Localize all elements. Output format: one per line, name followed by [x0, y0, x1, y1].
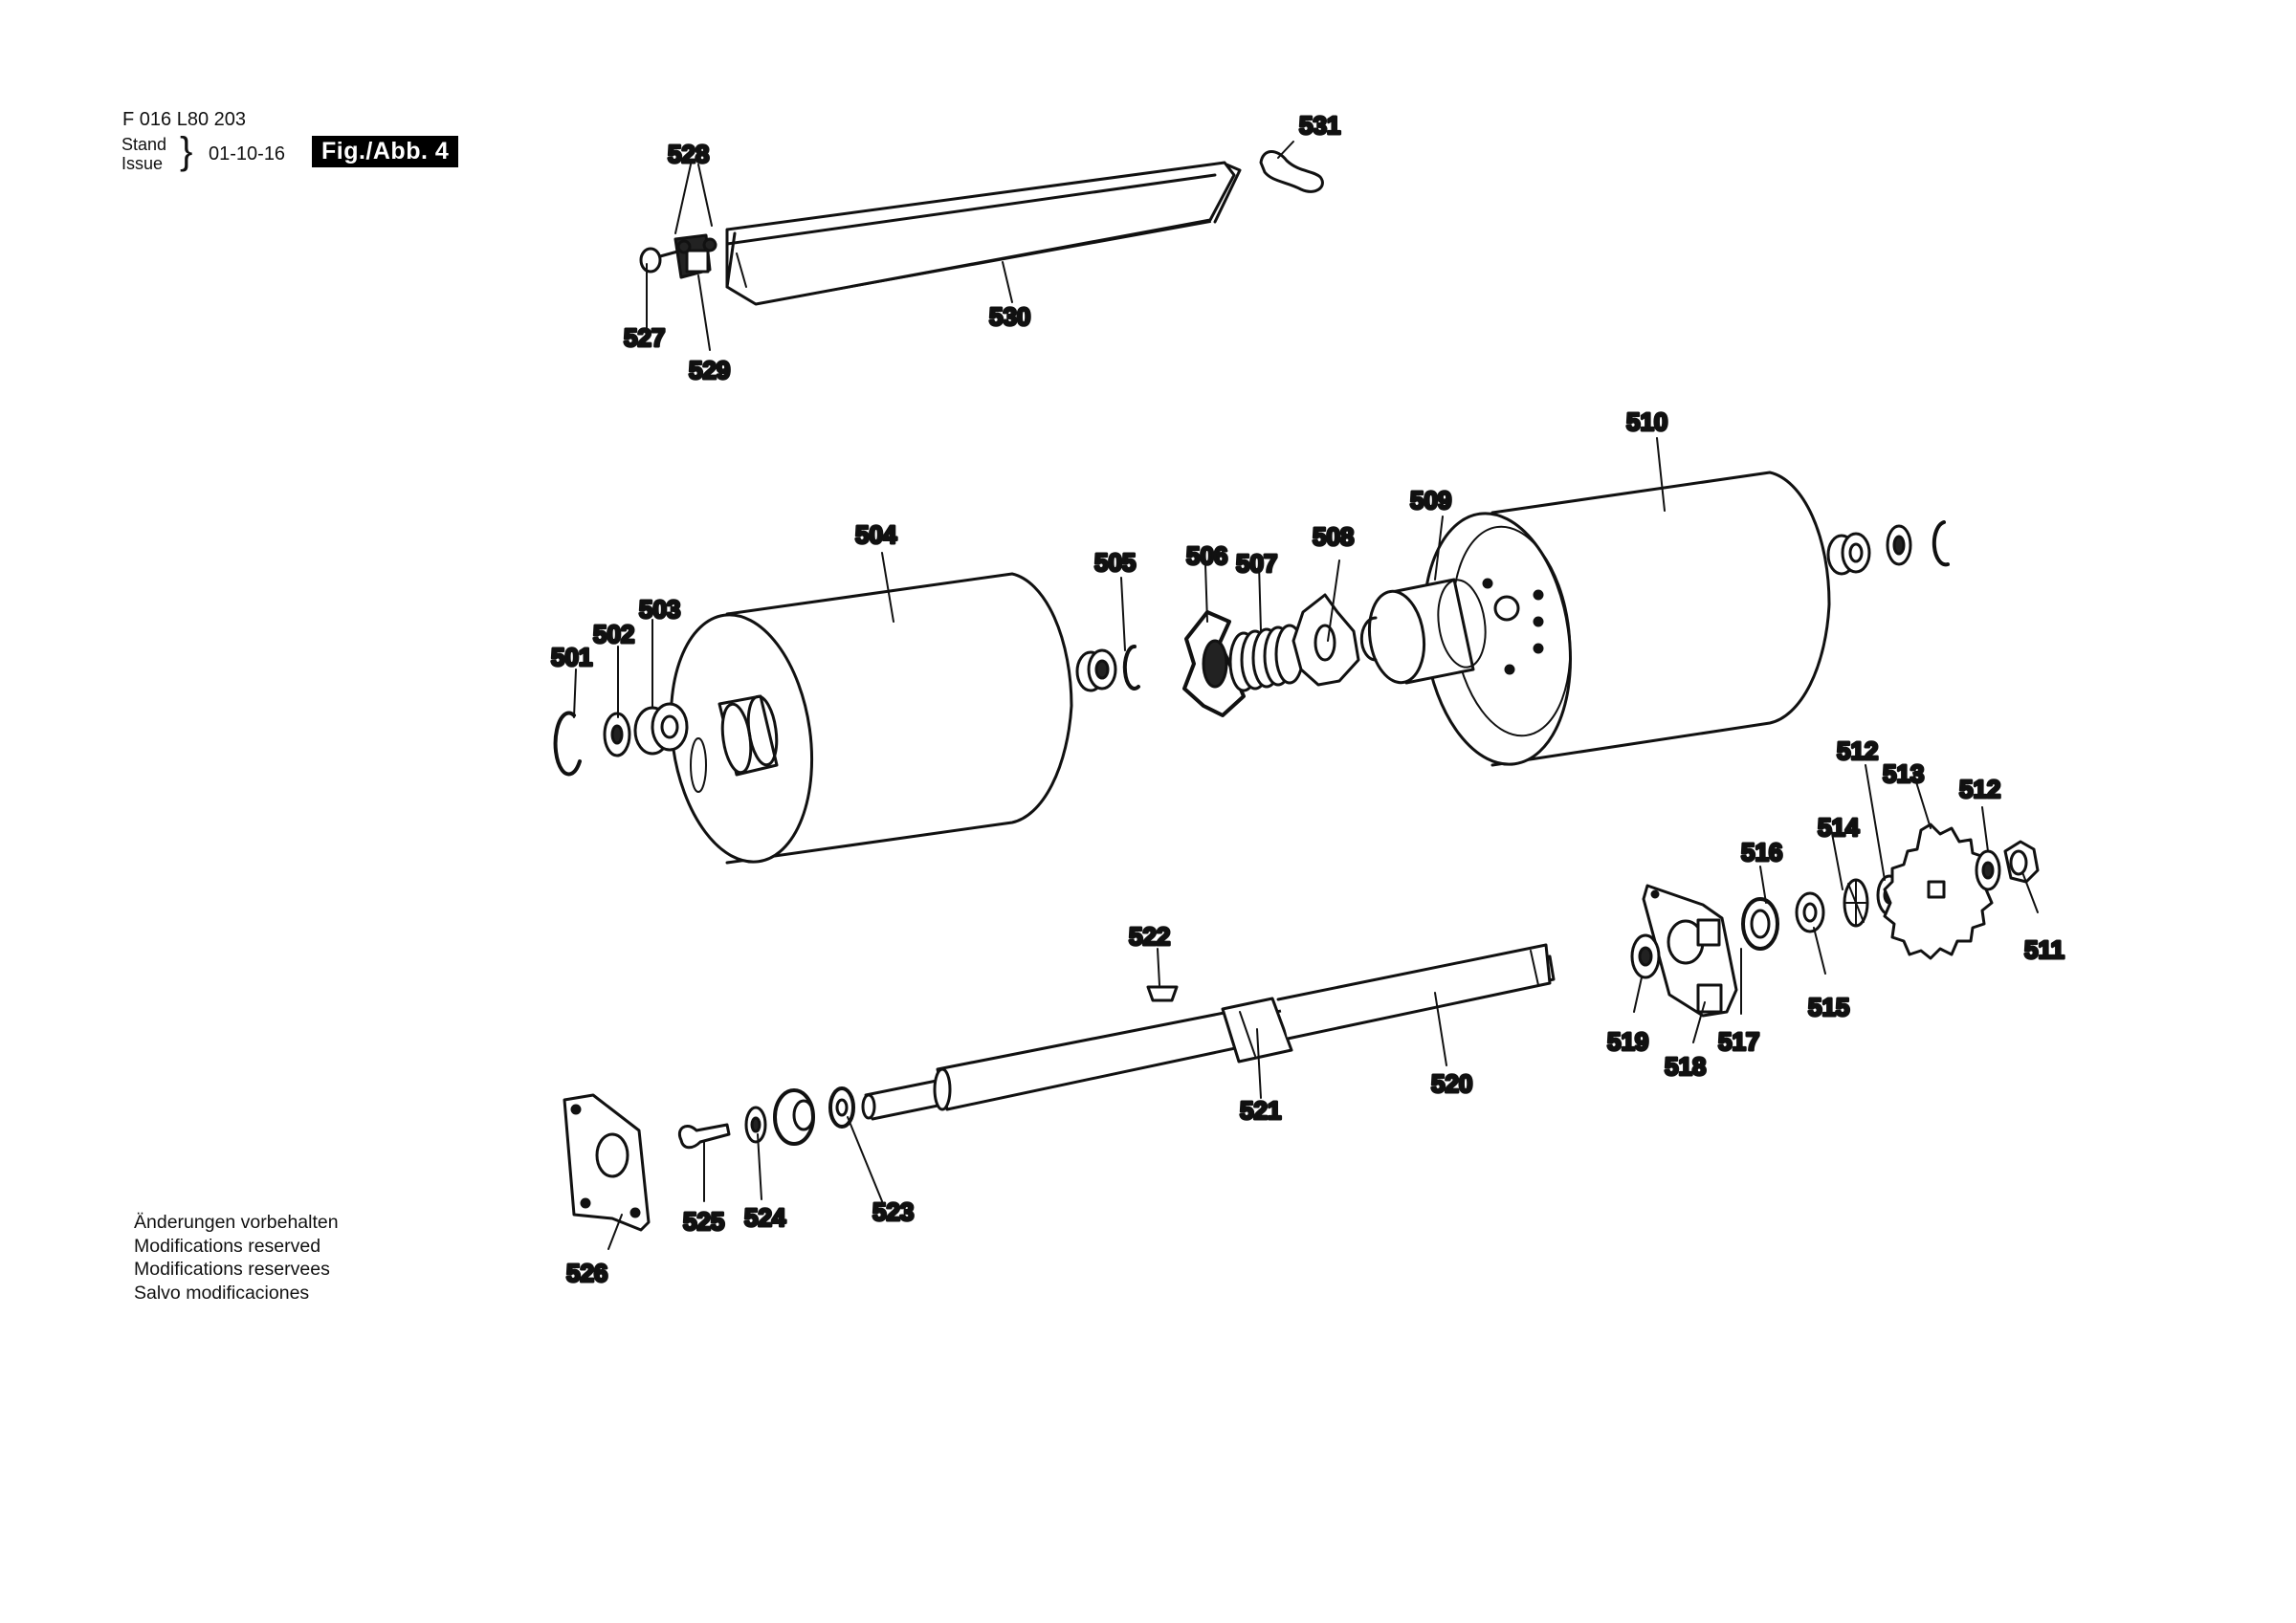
label-526: 526: [566, 1259, 607, 1287]
shaft-520: [861, 943, 1556, 1121]
sprocket-513: [1883, 822, 1994, 960]
label-528: 528: [668, 140, 709, 168]
label-527: 527: [624, 323, 665, 352]
label-520: 520: [1431, 1069, 1472, 1098]
washer-524: [744, 1106, 767, 1144]
key-522: [1146, 985, 1179, 1002]
part-labels: 501 502 503 504 505 506 507 508 509 510 …: [550, 110, 2066, 1289]
label-519: 519: [1607, 1027, 1648, 1056]
label-529: 529: [689, 356, 730, 384]
label-507: 507: [1236, 549, 1277, 578]
washer-512b: [1975, 849, 2001, 891]
label-514: 514: [1818, 813, 1860, 842]
label-505: 505: [1094, 548, 1136, 577]
issue-label: Issue: [121, 154, 164, 173]
note-line: Modifications reserved: [134, 1235, 321, 1257]
guide-rail-530: [725, 161, 1242, 306]
label-510: 510: [1626, 407, 1667, 436]
modification-notes: Änderungen vorbehalten Modifications res…: [134, 1211, 339, 1305]
washer-502: [603, 712, 631, 757]
note-line: Änderungen vorbehalten: [134, 1212, 339, 1233]
drum-510: [1422, 471, 1831, 767]
gear-514: [1843, 878, 1869, 928]
star-washer-508: [1292, 593, 1360, 687]
screw-525: [678, 1123, 731, 1150]
drum-504: [669, 572, 1073, 865]
clip-531: [1259, 150, 1324, 193]
note-line: Salvo modificaciones: [134, 1282, 310, 1304]
label-516: 516: [1741, 838, 1782, 866]
leader-lines: [573, 141, 2039, 1250]
bearing-524: [773, 1088, 815, 1146]
label-503: 503: [639, 595, 680, 624]
hub-509: [1359, 578, 1487, 685]
label-524: 524: [744, 1203, 786, 1232]
label-525: 525: [683, 1207, 724, 1236]
stand-label: Stand: [121, 135, 167, 154]
label-521: 521: [1240, 1096, 1281, 1125]
bushing-503: [633, 702, 689, 756]
figure-label: Fig./Abb. 4: [312, 136, 459, 167]
label-517: 517: [1718, 1027, 1759, 1056]
label-518: 518: [1665, 1052, 1706, 1081]
bushing-right-510: [1826, 520, 1950, 576]
retaining-ring-501: [553, 711, 582, 777]
spring-507: [1228, 624, 1305, 692]
label-523: 523: [872, 1197, 914, 1226]
bracket-518: [1642, 884, 1738, 1018]
cam-506: [1182, 610, 1246, 717]
washer-519: [1630, 933, 1661, 979]
bushing-505: [1075, 644, 1140, 692]
label-530: 530: [989, 302, 1030, 331]
spacer-515: [1795, 891, 1825, 933]
note-line: Modifications reservees: [134, 1259, 330, 1280]
label-511: 511: [2024, 935, 2064, 964]
label-531: 531: [1299, 111, 1340, 140]
label-509: 509: [1410, 486, 1451, 515]
label-501: 501: [551, 643, 592, 671]
label-504: 504: [855, 520, 897, 549]
label-512-right: 512: [1959, 775, 2000, 803]
bearing-516-517: [1741, 897, 1779, 951]
label-512-left: 512: [1837, 736, 1878, 765]
label-506: 506: [1186, 541, 1227, 570]
issue-date: 01-10-16: [209, 143, 286, 164]
document-number: F 016 L80 203: [122, 109, 246, 130]
label-513: 513: [1883, 759, 1924, 788]
nut-511: [2003, 840, 2040, 884]
label-522: 522: [1129, 922, 1170, 951]
label-508: 508: [1313, 522, 1354, 551]
label-502: 502: [593, 620, 634, 648]
brace-symbol: }: [180, 130, 193, 172]
bracket-526: [563, 1093, 651, 1232]
label-515: 515: [1808, 993, 1849, 1021]
rail-fastener-527-529: [639, 233, 718, 279]
